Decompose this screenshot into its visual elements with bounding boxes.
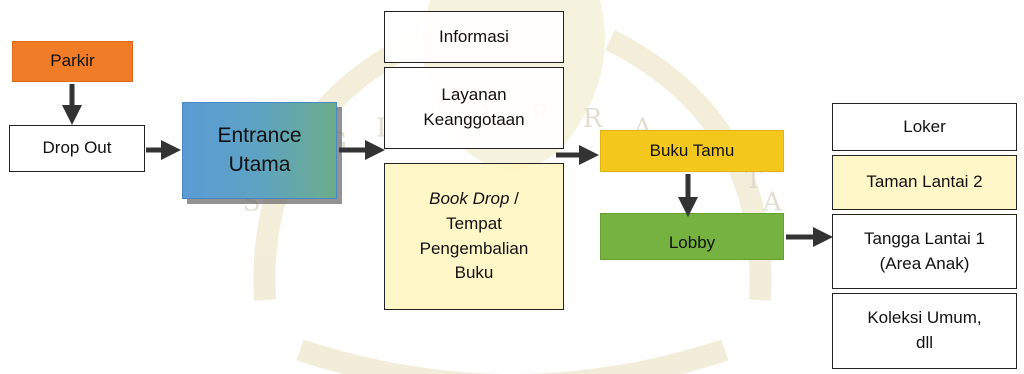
node-lobby: Lobby <box>600 213 784 260</box>
node-parkir: Parkir <box>12 41 133 82</box>
node-loker-label: Loker <box>903 116 946 136</box>
node-entrance-line-2: Utama <box>228 152 291 176</box>
node-tangga-line-1: Tangga Lantai 1 <box>864 228 985 248</box>
node-taman-label: Taman Lantai 2 <box>866 172 983 192</box>
node-book-drop-slash: / <box>509 189 519 209</box>
node-buku-tamu: Buku Tamu <box>600 130 784 172</box>
node-entrance-utama: Entrance Utama <box>182 102 337 199</box>
watermark-letter: R <box>583 104 604 134</box>
node-book-drop-line-2: Tempat <box>446 213 502 233</box>
node-tangga-lantai-1: Tangga Lantai 1 (Area Anak) <box>832 214 1017 289</box>
node-lobby-label: Lobby <box>668 233 716 253</box>
node-loker: Loker <box>832 103 1017 151</box>
node-informasi-label: Informasi <box>439 26 509 46</box>
node-informasi: Informasi <box>384 11 564 63</box>
node-drop-out: Drop Out <box>9 125 145 172</box>
node-koleksi-umum: Koleksi Umum, dll <box>832 293 1017 369</box>
node-buku-tamu-label: Buku Tamu <box>649 140 735 160</box>
node-book-drop-italic: Book Drop <box>429 189 510 209</box>
node-book-drop-line-1: Book Drop / <box>429 187 519 212</box>
watermark-letter: A <box>762 188 783 218</box>
node-book-drop: Book Drop / Tempat Pengembalian Buku <box>384 163 564 310</box>
watermark-letter: I <box>376 114 386 144</box>
node-koleksi-line-2: dll <box>915 333 933 352</box>
node-book-drop-line-4: Buku <box>454 263 494 283</box>
node-parkir-label: Parkir <box>50 51 95 71</box>
node-tangga-line-2: (Area Anak) <box>879 253 970 273</box>
watermark-letter: T <box>745 165 763 195</box>
node-koleksi-line-1: Koleksi Umum, <box>867 308 982 328</box>
node-layanan-line-1: Layanan <box>441 85 507 105</box>
node-drop-out-label: Drop Out <box>42 138 112 158</box>
node-book-drop-line-3: Pengembalian <box>419 238 529 258</box>
node-layanan-line-2: Keanggotaan <box>423 110 525 129</box>
node-entrance-line-1: Entrance <box>217 124 302 148</box>
node-layanan-keanggotaan: Layanan Keanggotaan <box>384 67 564 149</box>
node-taman-lantai-2: Taman Lantai 2 <box>832 155 1017 210</box>
